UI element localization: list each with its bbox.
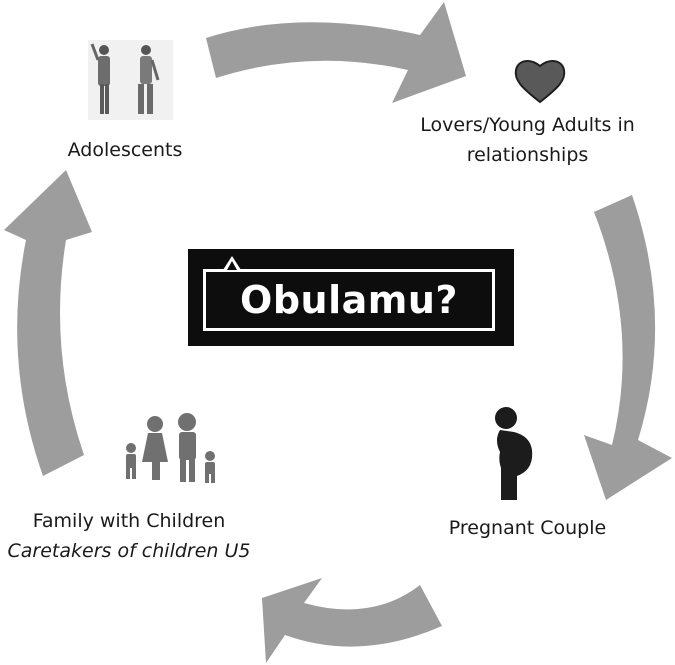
- adolescents-label: Adolescents: [50, 135, 200, 165]
- logo-text: Obulamu?: [240, 278, 458, 322]
- arrow-family-to-adolescents: [4, 170, 92, 476]
- pregnant-woman-icon: [495, 407, 533, 500]
- speech-bubble-notch-inner: [227, 261, 237, 270]
- pregnant-label: Pregnant Couple: [420, 513, 635, 543]
- adolescents-label-text: Adolescents: [67, 139, 183, 161]
- family-label: Family with Children Caretakers of child…: [0, 506, 258, 566]
- lovers-label-line1: Lovers/Young Adults in: [420, 114, 635, 136]
- family-icon: [126, 413, 215, 483]
- arrow-pregnant-to-family: [262, 578, 442, 663]
- obulamu-logo: Obulamu?: [188, 249, 514, 346]
- arrow-adolescents-to-lovers: [206, 2, 466, 103]
- heart-icon: [514, 60, 566, 104]
- lovers-label: Lovers/Young Adults in relationships: [395, 110, 660, 170]
- adolescents-icon: [88, 40, 173, 120]
- family-label-line1: Family with Children: [32, 510, 226, 532]
- logo-speech-bubble: Obulamu?: [203, 269, 495, 331]
- arrow-lovers-to-pregnant: [584, 195, 672, 500]
- family-label-line2: Caretakers of children U5: [7, 540, 251, 562]
- pregnant-label-text: Pregnant Couple: [448, 517, 607, 539]
- lovers-label-line2: relationships: [466, 144, 589, 166]
